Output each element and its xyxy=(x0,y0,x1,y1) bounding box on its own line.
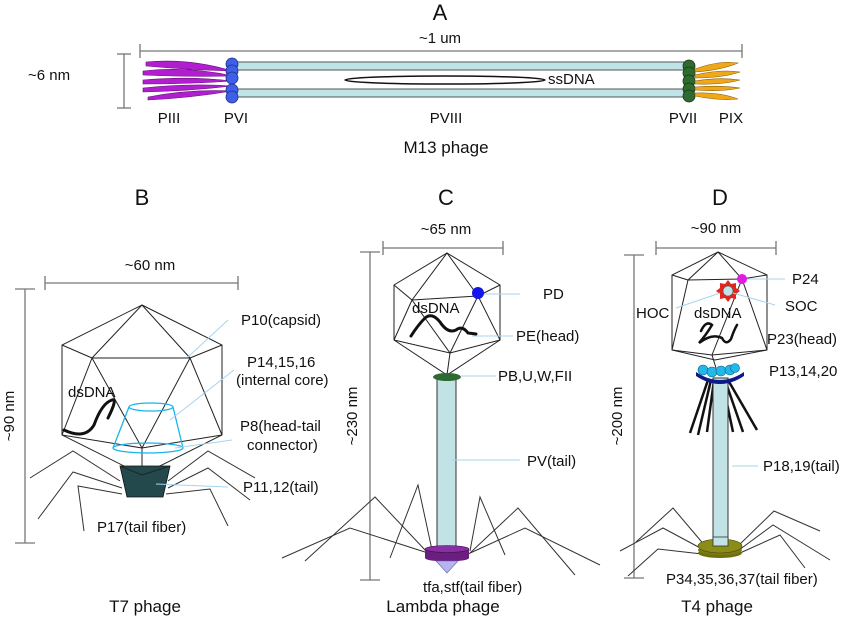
lambda-tail-fibers xyxy=(281,483,601,576)
m13-pviii-label: PVIII xyxy=(430,110,463,127)
panel-letter-c: C xyxy=(438,185,454,210)
lambda-height-label: ~230 nm xyxy=(344,387,361,446)
m13-pvii-label: PVII xyxy=(669,110,697,127)
m13-pviii-coat xyxy=(235,61,687,98)
t4-hoc-label: HOC xyxy=(636,305,670,322)
lambda-pd-label: PD xyxy=(543,286,564,303)
t4-p24-protein xyxy=(737,274,747,284)
lambda-connector xyxy=(433,373,461,381)
m13-length-label: ~1 um xyxy=(419,30,461,47)
t4-tail-fibers xyxy=(619,507,831,577)
m13-length-scale-bar xyxy=(139,44,743,58)
t7-tail xyxy=(119,465,171,498)
t7-internal-core xyxy=(112,402,184,454)
t4-dsdna-strand xyxy=(698,322,739,345)
lambda-head-label: PE(head) xyxy=(516,328,579,345)
m13-pvi-proteins xyxy=(225,57,239,104)
t4-tail-label: P18,19(tail) xyxy=(763,458,840,475)
t4-neck-label: P13,14,20 xyxy=(769,363,837,380)
t4-tail-tube xyxy=(712,377,729,547)
m13-piii-proteins xyxy=(142,60,233,101)
panel-c-lambda: C ~65 nm ~230 nm dsDNA xyxy=(281,185,601,616)
caption-t7: T7 phage xyxy=(109,597,181,616)
t7-dsdna-label: dsDNA xyxy=(68,384,116,401)
caption-lambda: Lambda phage xyxy=(386,597,499,616)
lambda-width-label: ~65 nm xyxy=(421,221,471,238)
t7-connector-label-line1: P8(head-tail xyxy=(240,418,321,435)
lambda-width-scale-bar xyxy=(382,241,504,255)
caption-t4: T4 phage xyxy=(681,597,753,616)
t7-core-label-line2: (internal core) xyxy=(236,372,329,389)
m13-width-label: ~6 nm xyxy=(28,67,70,84)
t4-p24-label: P24 xyxy=(792,271,819,288)
lambda-baseplate xyxy=(424,545,470,562)
t7-core-label-line1: P14,15,16 xyxy=(247,354,315,371)
lambda-pd-protein xyxy=(472,287,484,299)
t4-fiber-label: P34,35,36,37(tail fiber) xyxy=(666,571,818,588)
lambda-height-scale-bar xyxy=(360,251,380,581)
m13-piii-label: PIII xyxy=(158,110,181,127)
t4-height-scale-bar xyxy=(624,254,644,579)
t7-height-label: ~90 nm xyxy=(1,391,18,441)
t4-neck-proteins xyxy=(697,363,740,378)
lambda-fiber-label: tfa,stf(tail fiber) xyxy=(423,579,522,596)
t7-connector-label-line2: connector) xyxy=(247,437,318,454)
lambda-tail-tip xyxy=(435,560,459,574)
t4-height-label: ~200 nm xyxy=(609,387,626,446)
m13-pvii-proteins xyxy=(682,59,696,103)
panel-letter-b: B xyxy=(135,185,150,210)
t7-tail-fibers xyxy=(29,450,256,532)
t4-soc-label: SOC xyxy=(785,298,818,315)
lambda-connector-label: PB,U,W,FII xyxy=(498,368,572,385)
m13-pvi-label: PVI xyxy=(224,110,248,127)
t7-height-scale-bar xyxy=(15,288,35,544)
t7-tail-label: P11,12(tail) xyxy=(243,479,319,496)
t4-width-scale-bar xyxy=(655,241,777,255)
t4-dsdna-label: dsDNA xyxy=(694,305,742,322)
lambda-tail-label: PV(tail) xyxy=(527,453,576,470)
m13-pix-label: PIX xyxy=(719,110,743,127)
t4-whisker-fibers xyxy=(688,379,759,436)
panel-letter-d: D xyxy=(712,185,728,210)
lambda-dsdna-strand xyxy=(409,314,478,338)
m13-width-scale-bar xyxy=(117,53,131,109)
t7-capsid-label: P10(capsid) xyxy=(241,312,321,329)
t4-width-label: ~90 nm xyxy=(691,220,741,237)
t4-head-label: P23(head) xyxy=(767,331,837,348)
t7-dsdna-strand xyxy=(62,398,116,436)
t7-width-scale-bar xyxy=(44,276,239,290)
lambda-tail-tube xyxy=(436,374,457,552)
m13-ssdna-loop xyxy=(344,75,546,85)
t7-fiber-label: P17(tail fiber) xyxy=(97,519,186,536)
t4-hoc-soc-protein xyxy=(716,280,740,302)
lambda-dsdna-label: dsDNA xyxy=(412,300,460,317)
lambda-leader-lines xyxy=(452,293,520,461)
m13-ssdna-label: ssDNA xyxy=(548,71,595,88)
panel-d-t4: D ~90 nm ~200 nm dsD xyxy=(609,185,840,616)
panel-letter-a: A xyxy=(433,0,448,25)
t7-leader-lines xyxy=(155,319,235,488)
panel-a-m13: A ~1 um ~6 nm ssDNA xyxy=(28,0,743,157)
caption-m13: M13 phage xyxy=(403,138,488,157)
panel-b-t7: B ~60 nm ~90 nm xyxy=(1,185,329,616)
t4-leader-lines xyxy=(675,278,785,467)
t4-neck-collar xyxy=(696,372,744,384)
m13-pix-proteins xyxy=(694,61,741,100)
t7-width-label: ~60 nm xyxy=(125,257,175,274)
